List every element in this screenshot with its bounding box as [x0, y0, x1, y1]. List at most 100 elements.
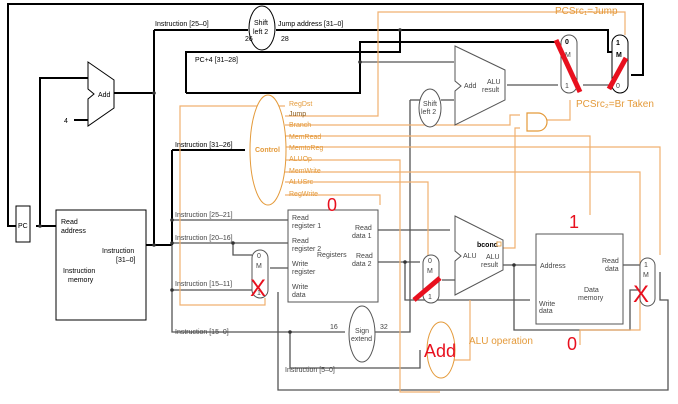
wire-jump-to-mux: [400, 29, 612, 53]
signal-memwrite: MemWrite: [289, 168, 321, 175]
wire-aluctrl-out: [452, 300, 471, 361]
wire-jump: [285, 11, 626, 117]
junction-dot: [170, 288, 174, 292]
im-name-1: Instruction: [63, 268, 95, 275]
regdst-mux-0: 0: [257, 253, 261, 260]
data-memory: [535, 233, 624, 325]
wire-jump-addr: [276, 29, 401, 42]
wire-writedata: [404, 262, 530, 301]
wire-memtoreg: [285, 146, 661, 255]
im-instruction-1: Instruction: [102, 248, 134, 255]
wire-bcond: [500, 127, 520, 249]
jump-address-label: Jump address [31–0]: [278, 21, 343, 28]
sign-extend: [348, 305, 376, 363]
jump-mux-1: 1: [616, 40, 620, 47]
alu-label: ALU: [463, 253, 477, 260]
dm-name-2: memory: [578, 295, 604, 302]
junction-dot: [38, 224, 42, 228]
junction-dot: [231, 241, 235, 245]
signal-jump: Jump: [289, 111, 306, 118]
sign-extend-label-2: extend: [351, 336, 372, 343]
junction-dot: [152, 243, 156, 247]
wire-alusrc: [285, 181, 429, 262]
field-imm-label: Instruction [15–0]: [175, 329, 229, 336]
junction-dots: [38, 28, 516, 334]
im-read-address-2: address: [61, 228, 86, 235]
regdst-mux: [251, 249, 269, 299]
bits-28-label: 28: [281, 36, 289, 43]
jump-shift-label-1: Shift: [254, 20, 268, 27]
regdst-dontcare: X: [250, 275, 266, 302]
wire-writeback: [277, 272, 669, 391]
branch-adder-result-1: ALU: [487, 79, 501, 86]
instruction-memory: [55, 209, 147, 321]
control-wires: [179, 11, 661, 393]
memtoreg-mux: [639, 257, 656, 307]
rf-read-reg2-2: register 2: [292, 246, 321, 253]
rf-read-data1-1: Read: [355, 225, 372, 232]
instr-25-0-label: Instruction [25–0]: [155, 21, 209, 28]
pc-adder-label: Add: [98, 92, 111, 99]
field-rd-label: Instruction [15–11]: [175, 281, 232, 288]
regwrite-value: 0: [327, 195, 337, 215]
rf-read-data2-1: Read: [356, 253, 373, 260]
branch-adder-label: Add: [464, 83, 477, 90]
junction-dot: [152, 91, 156, 95]
dm-write-data-2: data: [539, 308, 553, 315]
rf-write-reg-1: Write: [292, 261, 308, 268]
branch-mux-0: 0: [565, 39, 569, 46]
signal-alusrc: ALUSrc: [289, 179, 314, 186]
branch-mux-strike: [553, 38, 583, 94]
const-4-label: 4: [64, 118, 68, 125]
pc-label: PC: [18, 223, 28, 230]
pc-adder: [87, 61, 115, 127]
wire-memread: [285, 135, 591, 215]
dm-name-1: Data: [584, 287, 599, 294]
rf-write-data-1: Write: [292, 284, 308, 291]
dm-read-data-2: data: [605, 266, 619, 273]
alusrc-mux-0: 0: [428, 258, 432, 265]
dm-write-data-1: Write: [539, 301, 555, 308]
main-alu: [454, 215, 504, 296]
control-signal-labels: RegDst Jump Branch MemRead MemtoReg ALUO…: [289, 101, 323, 198]
jump-mux-strike: [606, 56, 629, 91]
rf-name: Registers: [317, 252, 347, 259]
wire-branch: [285, 114, 520, 126]
wire-aluop: [285, 159, 440, 393]
wire-pc4-to-branchmux: [186, 41, 558, 94]
alu-result-1: ALU: [486, 254, 500, 261]
sign-extend-in-bits: 16: [330, 324, 338, 331]
red-annotations: X X 0 1 0 Add: [250, 38, 649, 361]
im-read-address-1: Read: [61, 219, 78, 226]
sign-extend-out-bits: 32: [380, 324, 388, 331]
memtoreg-mux-1: 1: [644, 262, 648, 269]
signal-memtoreg: MemtoReg: [289, 145, 323, 152]
branch-mux-m: M: [565, 52, 571, 59]
signal-regwrite: RegWrite: [289, 191, 318, 198]
junction-dot: [358, 60, 362, 64]
wire-pc4-31-28: [185, 42, 401, 93]
alu-result-2: result: [481, 262, 498, 269]
wire-memwrite: [285, 171, 641, 345]
wire-pc-to-add: [39, 77, 88, 226]
junction-dot: [288, 330, 292, 334]
branch-shift-label-1: Shift: [423, 101, 437, 108]
signal-branch: Branch: [289, 122, 311, 129]
junction-dot: [512, 263, 516, 267]
wire-imm: [171, 245, 345, 333]
jump-mux-0: 0: [616, 83, 620, 90]
signal-memread: MemRead: [289, 134, 321, 141]
branch-adder-result-2: result: [482, 87, 499, 94]
control-unit: [249, 94, 287, 206]
junction-dot: [170, 241, 174, 245]
rf-write-reg-2: register: [292, 269, 316, 276]
wire-regdst: [179, 105, 285, 306]
im-instruction-2: [31–0]: [116, 257, 136, 264]
branch-adder: [454, 45, 506, 126]
field-rt-label: Instruction [20–16]: [175, 235, 233, 242]
dm-address-label: Address: [540, 263, 566, 270]
regdst-mux-1: 1: [257, 290, 261, 297]
control-input-label: Instruction [31–26]: [175, 142, 233, 149]
field-funct-label: Instruction [5–0]: [285, 367, 335, 374]
